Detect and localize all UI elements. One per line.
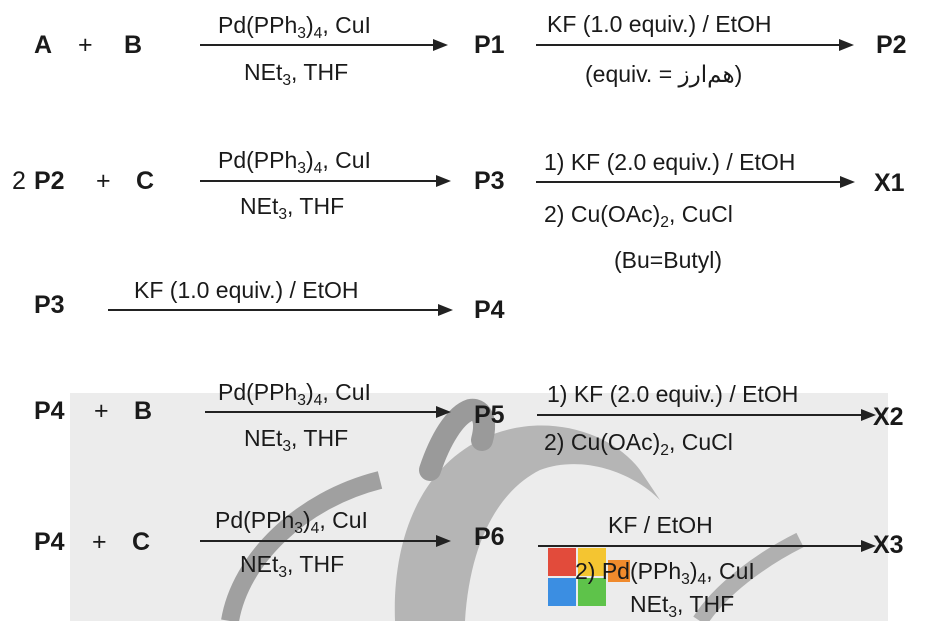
plus-sign: + <box>78 31 93 59</box>
reaction-arrow <box>200 39 448 51</box>
reagent-step2: 2) Cu(OAc)2, CuCl <box>544 201 733 231</box>
butyl-note: (Bu=Butyl) <box>614 247 723 273</box>
reagent-base-solvent: NEt3, THF <box>244 59 349 89</box>
rubiks-cube-icon <box>548 548 630 606</box>
product-p1: P1 <box>474 31 505 59</box>
reagent-step1: KF / EtOH <box>608 512 713 538</box>
product-x2: X2 <box>873 403 904 431</box>
reactant-b: B <box>124 31 143 59</box>
product-p2: P2 <box>876 31 907 59</box>
coefficient: 2 <box>12 167 26 195</box>
plus-sign: + <box>96 167 111 195</box>
reagent-kf: KF (1.0 equiv.) / EtOH <box>547 11 772 37</box>
product-x3: X3 <box>873 531 904 559</box>
plus-sign: + <box>94 397 109 425</box>
reagent-catalyst: Pd(PPh3)4, CuI <box>215 507 368 537</box>
reagent-step2: 2) Pd(PPh3)4, CuI <box>575 558 755 588</box>
equiv-note: (equiv. = هم‌ارز) <box>585 61 743 87</box>
reactant-c: C <box>132 528 151 556</box>
reagent-step1: 1) KF (2.0 equiv.) / EtOH <box>544 149 796 175</box>
reaction-arrow <box>200 535 451 547</box>
reaction-arrow <box>536 39 854 51</box>
reagent-base-solvent: NEt3, THF <box>630 591 735 621</box>
reagent-base-solvent: NEt3, THF <box>240 193 345 223</box>
product-p4: P4 <box>474 296 505 324</box>
reagent-step1: 1) KF (2.0 equiv.) / EtOH <box>547 381 799 407</box>
reagent-catalyst: Pd(PPh3)4, CuI <box>218 12 371 42</box>
reactant-a: A <box>34 31 53 59</box>
reagent-step2: 2) Cu(OAc)2, CuCl <box>544 429 733 459</box>
reactant-p3: P3 <box>34 291 65 319</box>
product-p5: P5 <box>474 401 505 429</box>
plus-sign: + <box>92 528 107 556</box>
product-x1: X1 <box>874 169 905 197</box>
reactant-p4: P4 <box>34 397 65 425</box>
reagent-kf: KF (1.0 equiv.) / EtOH <box>134 277 359 303</box>
reactant-p4: P4 <box>34 528 65 556</box>
reaction-arrow <box>537 409 876 421</box>
reactant-p2: P2 <box>34 167 65 195</box>
reactant-b: B <box>134 397 153 425</box>
reagent-base-solvent: NEt3, THF <box>244 425 349 455</box>
reactant-c: C <box>136 167 155 195</box>
reaction-arrow <box>536 176 855 188</box>
reaction-arrow <box>205 406 451 418</box>
reaction-arrow <box>538 540 876 552</box>
product-p6: P6 <box>474 523 505 551</box>
reaction-arrow <box>200 175 451 187</box>
reagent-catalyst: Pd(PPh3)4, CuI <box>218 379 371 409</box>
reagent-base-solvent: NEt3, THF <box>240 551 345 581</box>
product-p3: P3 <box>474 167 505 195</box>
reaction-arrow <box>108 304 453 316</box>
reagent-catalyst: Pd(PPh3)4, CuI <box>218 147 371 177</box>
